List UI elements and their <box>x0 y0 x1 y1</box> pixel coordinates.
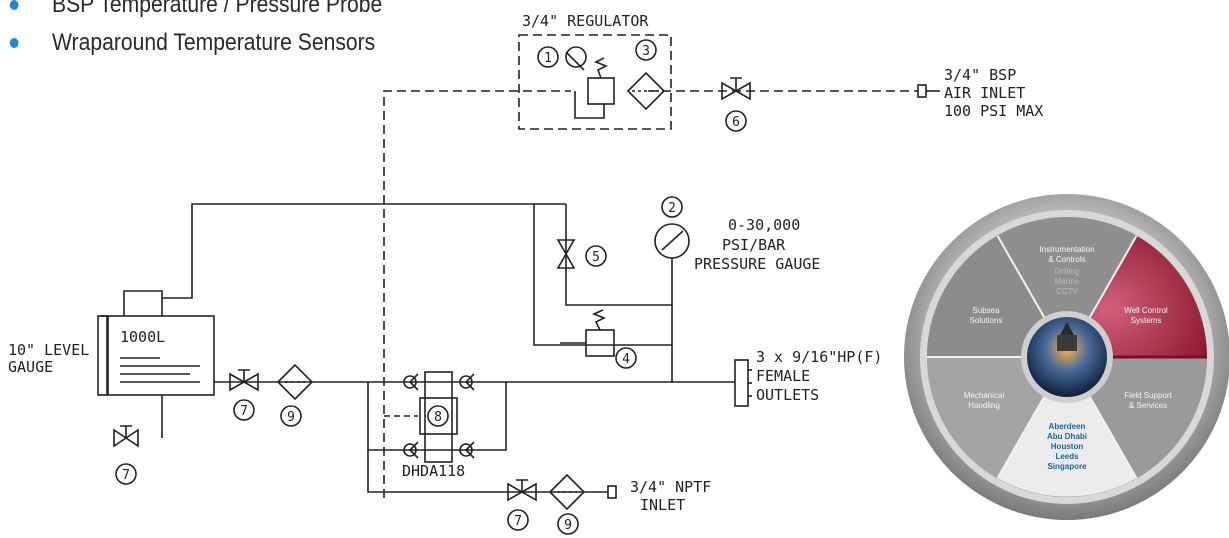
valve-7a-icon <box>229 372 246 392</box>
callout-7a: 7 <box>240 404 248 419</box>
level-gauge-label-2: GAUGE <box>8 358 53 376</box>
callout-9a: 9 <box>287 410 295 425</box>
location-2: Abu Dhabi <box>1047 432 1087 441</box>
regulator-symbol <box>587 77 615 105</box>
dial-top-4: Marine <box>1055 277 1080 286</box>
callout-1: 1 <box>544 51 552 66</box>
gauge-range-label: 0-30,000 <box>728 216 800 234</box>
wedge-well-control <box>1067 235 1207 357</box>
air-inlet-line2: AIR INLET <box>944 84 1025 102</box>
nptf-inlet-label-2: INLET <box>640 496 685 514</box>
air-inlet-line1: 3/4" BSP <box>944 66 1016 84</box>
callout-2: 2 <box>668 201 676 216</box>
services-dial: Instrumentation & Controls Drilling Mari… <box>904 194 1229 520</box>
outlets-label-2: FEMALE <box>756 367 810 385</box>
dial-lower-right-2: & Services <box>1129 401 1167 410</box>
level-gauge-icon <box>97 315 108 396</box>
dial-left-1: Subsea <box>972 306 1000 315</box>
filter-9b-icon <box>548 473 586 511</box>
wedge-subsea <box>927 235 1067 357</box>
dial-lower-right-1: Field Support <box>1124 391 1172 400</box>
pressure-gauge-icon <box>654 223 690 259</box>
callout-8: 8 <box>434 410 442 425</box>
callout-6: 6 <box>732 115 740 130</box>
wedge-mechanical <box>927 357 1067 479</box>
bullet-text: Wraparound Temperature Sensors <box>52 29 376 56</box>
gauge-unit-label: PSI/BAR <box>722 236 786 254</box>
dial-top-2: & Controls <box>1048 255 1085 264</box>
hub-rig-image <box>1027 317 1107 397</box>
return-line <box>162 203 672 346</box>
dial-lower-left-1: Mechanical <box>964 391 1005 400</box>
valve-6-icon <box>721 81 738 101</box>
wedge-field-support <box>1067 357 1207 479</box>
tank-1000l <box>107 315 215 396</box>
callout-5: 5 <box>592 250 600 265</box>
dial-top-5: CCTV <box>1056 287 1078 296</box>
wedge-locations <box>997 357 1137 497</box>
dial-lower-left-2: Handling <box>968 401 1000 410</box>
air-inlet-line3: 100 PSI MAX <box>944 102 1043 120</box>
location-5: Singapore <box>1047 462 1087 471</box>
bullet-item: BSP Temperature / Pressure Probe <box>8 0 382 24</box>
valve-7c-icon <box>113 428 128 448</box>
wedge-instrumentation <box>997 217 1137 357</box>
callout-3: 3 <box>642 44 650 59</box>
dial-top-1: Instrumentation <box>1039 245 1094 254</box>
valve-5-icon <box>556 239 576 256</box>
pump-dhda118 <box>424 371 453 463</box>
bullet-item: Wraparound Temperature Sensors <box>8 24 382 62</box>
location-4: Leeds <box>1055 452 1079 461</box>
bullet-dot-icon <box>9 38 19 48</box>
outlets-label-1: 3 x 9/16"HP(F) <box>756 348 882 366</box>
outlet-manifold <box>734 359 749 407</box>
dial-left-2: Solutions <box>970 316 1003 325</box>
location-3: Houston <box>1051 442 1084 451</box>
valve-7b-icon <box>507 482 524 502</box>
dial-top-3: Drilling <box>1055 267 1079 276</box>
bullet-dot-icon <box>9 0 19 10</box>
relief-valve-4-icon <box>585 329 615 357</box>
pump-label: DHDA118 <box>402 462 465 480</box>
bullet-text: BSP Temperature / Pressure Probe <box>52 0 383 18</box>
dial-right-2: Systems <box>1131 316 1162 325</box>
tank-label: 1000L <box>120 328 165 346</box>
regulator-box <box>518 34 672 130</box>
callout-4: 4 <box>622 352 630 367</box>
nptf-inlet-label-1: 3/4" NPTF <box>630 478 711 496</box>
feature-bullet-list: BSP Temperature / Pressure Probe Wraparo… <box>8 0 433 62</box>
callout-9b: 9 <box>564 518 572 533</box>
callout-7b: 7 <box>514 514 522 529</box>
filter-9a-icon <box>276 363 314 401</box>
outlets-label-3: OUTLETS <box>756 386 819 404</box>
regulator-label: 3/4" REGULATOR <box>522 12 649 30</box>
air-line-dashed <box>383 90 571 498</box>
callout-7c: 7 <box>122 468 130 483</box>
dial-right-1: Well Control <box>1124 306 1168 315</box>
location-1: Aberdeen <box>1049 422 1086 431</box>
filter-symbol <box>626 71 666 111</box>
gauge-name-label: PRESSURE GAUGE <box>694 255 820 273</box>
level-gauge-label-1: 10" LEVEL <box>8 341 89 359</box>
